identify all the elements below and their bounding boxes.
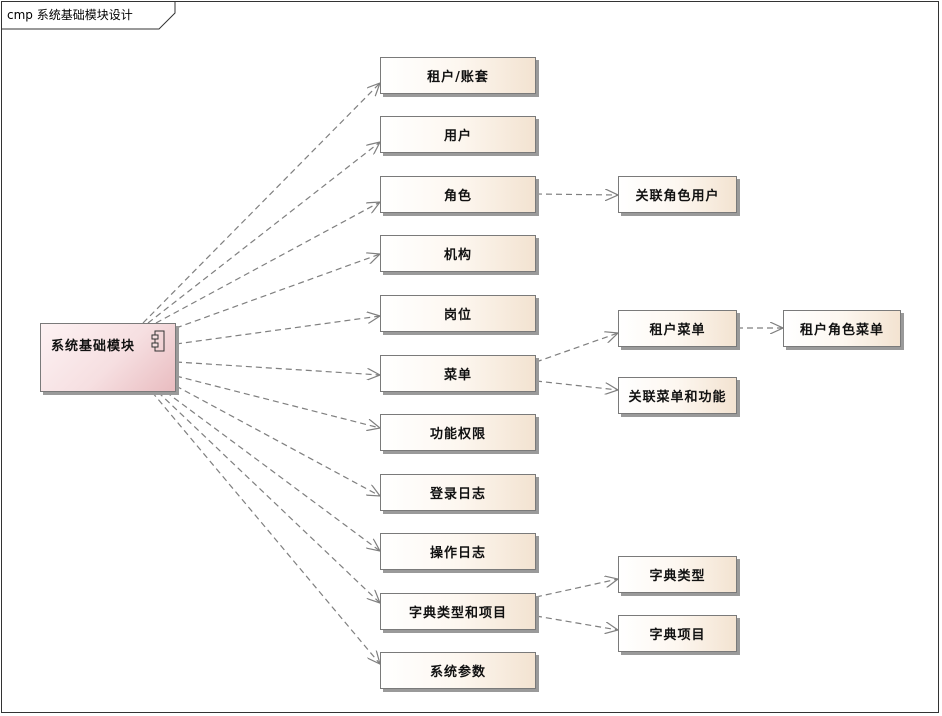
module-user[interactable]: 用户 [380, 116, 536, 153]
module-organization[interactable]: 机构 [380, 235, 536, 272]
submodule-dictionary-type[interactable]: 字典类型 [618, 556, 737, 593]
diagram-title: cmp 系统基础模块设计 [7, 8, 133, 22]
edge-component-to-m5 [175, 316, 380, 345]
edge-component-to-m11 [151, 391, 380, 664]
module-position[interactable]: 岗位 [380, 295, 536, 332]
edge-component-to-m9 [165, 391, 380, 551]
edge-component-to-m1 [142, 83, 380, 324]
module-system-parameters[interactable]: 系统参数 [380, 652, 536, 689]
edge-component-to-m4 [175, 254, 380, 329]
submodule-menu-function-link[interactable]: 关联菜单和功能 [618, 377, 737, 414]
submodule-dictionary-item[interactable]: 字典项目 [618, 615, 737, 652]
edge-component-to-m3 [155, 202, 380, 324]
edge-m3-to-s1 [535, 194, 618, 195]
module-menu[interactable]: 菜单 [380, 355, 536, 392]
module-operation-log[interactable]: 操作日志 [380, 533, 536, 570]
module-function-permission[interactable]: 功能权限 [380, 414, 536, 451]
edge-m10-to-s6 [535, 615, 618, 630]
submodule-tenant-role-menu[interactable]: 租户角色菜单 [783, 310, 901, 347]
submodule-tenant-menu[interactable]: 租户菜单 [618, 310, 737, 347]
edge-m6-to-s3 [535, 380, 618, 390]
component-label: 系统基础模块 [51, 339, 136, 354]
component-system-base-module[interactable]: 系统基础模块 [40, 323, 176, 392]
diagram-title-tab [1, 1, 176, 30]
module-tenant-account[interactable]: 租户/账套 [380, 57, 536, 94]
edge-component-to-m8 [175, 385, 380, 496]
module-role[interactable]: 角色 [380, 176, 536, 213]
submodule-role-user-link[interactable]: 关联角色用户 [618, 176, 737, 213]
edge-component-to-m6 [175, 361, 380, 375]
edge-component-to-m10 [157, 391, 380, 603]
module-login-log[interactable]: 登录日志 [380, 474, 536, 511]
edge-m10-to-s5 [535, 579, 618, 598]
module-dictionary-type-and-item[interactable]: 字典类型和项目 [380, 593, 536, 630]
edge-component-to-m2 [147, 142, 380, 324]
edge-component-to-m7 [175, 375, 380, 428]
edge-m6-to-s2 [535, 333, 618, 363]
uml-component-icon [151, 330, 165, 352]
